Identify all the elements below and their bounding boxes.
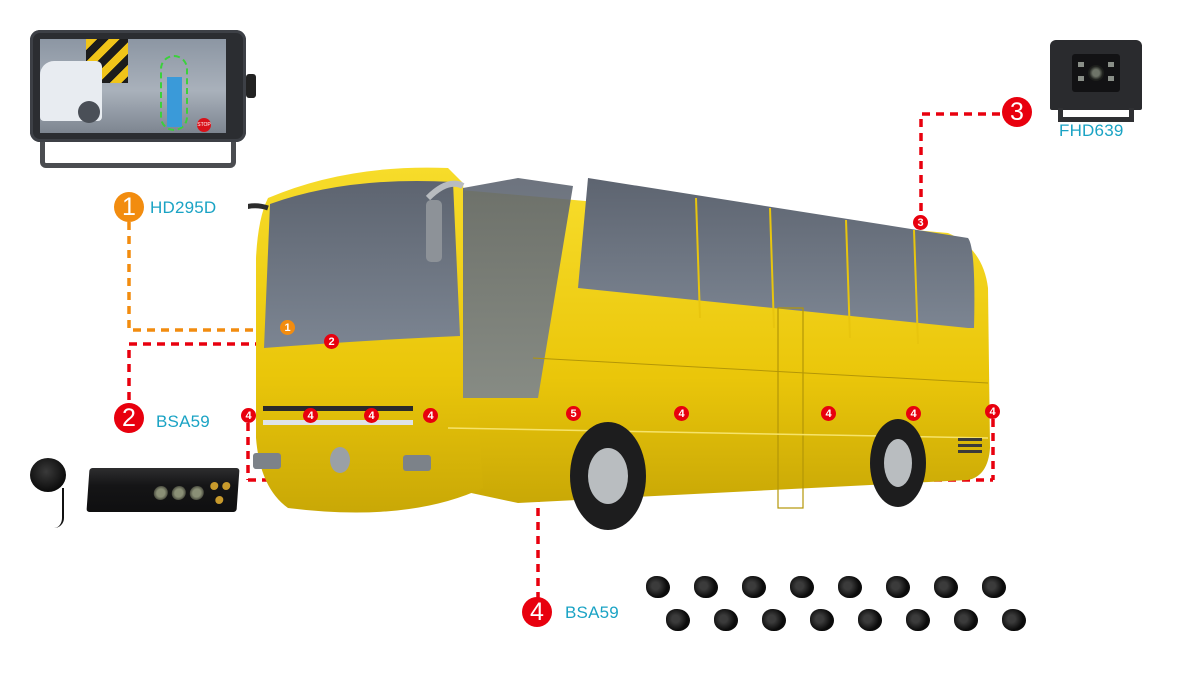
parking-sensor xyxy=(1002,609,1026,631)
parking-sensor xyxy=(762,609,786,631)
car-wheel xyxy=(78,101,100,123)
camera-bracket xyxy=(1058,108,1134,122)
parking-sensor xyxy=(714,609,738,631)
aviation-port xyxy=(153,486,169,500)
bus-marker-2: 2 xyxy=(324,334,339,349)
parking-sensor xyxy=(666,609,690,631)
callout-badge-4: 4 xyxy=(522,597,552,627)
dvr-image xyxy=(86,468,240,512)
antenna-port xyxy=(215,496,224,504)
antenna-port xyxy=(210,482,219,490)
parking-sensor xyxy=(906,609,930,631)
camera-face xyxy=(1072,54,1120,92)
parking-sensor xyxy=(838,576,862,598)
antenna-port xyxy=(222,482,231,490)
dvr-model-label: BSA59 xyxy=(156,412,210,431)
parking-sensor xyxy=(886,576,910,598)
ir-led xyxy=(1108,76,1114,81)
microphone-cable xyxy=(46,488,64,528)
camera-model-label: FHD639 xyxy=(1059,121,1124,140)
aviation-port xyxy=(189,486,205,500)
microphone-image xyxy=(30,458,66,492)
parking-sensor xyxy=(646,576,670,598)
monitor-model-label: HD295D xyxy=(150,198,217,217)
parking-sensor xyxy=(810,609,834,631)
bus-marker-3: 3 xyxy=(913,215,928,230)
parking-sensor xyxy=(858,609,882,631)
parking-sensor xyxy=(934,576,958,598)
monitor-screen: STOP xyxy=(40,39,226,133)
bus-marker-4: 4 xyxy=(985,404,1000,419)
bus-illustration xyxy=(248,167,990,530)
parking-sensor xyxy=(954,609,978,631)
callout-badge-2: 2 xyxy=(114,403,144,433)
ir-led xyxy=(1078,62,1084,67)
stop-sign-icon: STOP xyxy=(197,118,211,132)
parking-sensor xyxy=(694,576,718,598)
bus-marker-4: 4 xyxy=(303,408,318,423)
monitor-image: STOP xyxy=(30,30,256,142)
bus-marker-4: 4 xyxy=(906,406,921,421)
callout-badge-1: 1 xyxy=(114,192,144,222)
parking-sensor xyxy=(790,576,814,598)
monitor-stand xyxy=(40,142,236,168)
mount-knob xyxy=(246,74,256,98)
camera-lens xyxy=(1088,65,1104,81)
callout-badge-3: 3 xyxy=(1002,97,1032,127)
bus-marker-4: 4 xyxy=(821,406,836,421)
aviation-port xyxy=(171,486,187,500)
bus-marker-4: 4 xyxy=(423,408,438,423)
parking-sensor xyxy=(742,576,766,598)
bus-marker-4: 4 xyxy=(241,408,256,423)
camera-image xyxy=(1050,40,1142,110)
parking-sensor xyxy=(982,576,1006,598)
parking-bar xyxy=(167,77,182,127)
bus-marker-4: 4 xyxy=(364,408,379,423)
ir-led xyxy=(1078,76,1084,81)
bus-marker-4: 4 xyxy=(674,406,689,421)
parking-guide xyxy=(160,55,188,131)
sensor-model-label: BSA59 xyxy=(565,603,619,622)
bus-marker-5: 5 xyxy=(566,406,581,421)
ir-led xyxy=(1108,62,1114,67)
bus-marker-1: 1 xyxy=(280,320,295,335)
